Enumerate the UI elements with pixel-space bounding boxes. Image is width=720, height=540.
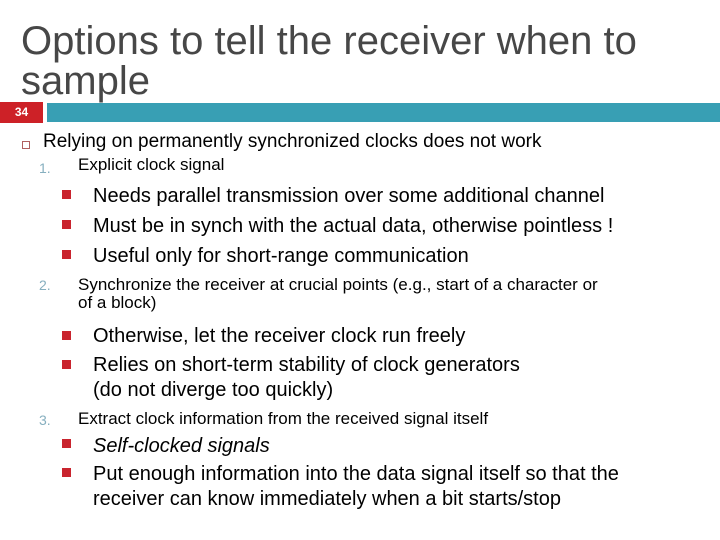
square-bullet-icon [62,468,71,477]
option2-label-line2: of a block) [78,293,157,312]
option1-label: Explicit clock signal [78,156,224,174]
square-bullet-icon [62,220,71,229]
option1-sub2-text: Must be in synch with the actual data, o… [93,215,614,237]
square-bullet-icon [62,439,71,448]
option1-number: 1. [39,160,51,176]
option3-sub2: Put enough information into the data sig… [93,462,619,512]
option3-sub2-line1: Put enough information into the data sig… [93,463,619,485]
option2-number: 2. [39,277,51,293]
square-bullet-icon [62,250,71,259]
option2-sub1: Otherwise, let the receiver clock run fr… [93,324,465,349]
square-bullet-icon [62,331,71,340]
square-bullet-icon [62,360,71,369]
option1-sub1: Needs parallel transmission over some ad… [93,184,604,209]
option1-sub3: Useful only for short-range communicatio… [93,244,469,269]
option2-sub2-line2: (do not diverge too quickly) [93,379,334,401]
option3-label: Extract clock information from the recei… [78,410,488,428]
option2-sub1-text: Otherwise, let the receiver clock run fr… [93,325,466,347]
page-number: 34 [14,105,29,119]
slide-title-line1: Options to tell the receiver when to [21,19,637,63]
option1-sub1-text: Needs parallel transmission over some ad… [93,185,605,207]
option2-label: Synchronize the receiver at crucial poin… [78,276,598,312]
option1-sub2: Must be in synch with the actual data, o… [93,214,613,239]
option3-number: 3. [39,412,51,428]
option1-label-text: Explicit clock signal [78,155,225,174]
slide-title: Options to tell the receiver when to sam… [21,21,697,101]
option3-sub1: Self-clocked signals [93,434,270,459]
intro-bullet-text: Relying on permanently synchronized cloc… [43,131,542,152]
option3-sub1-text: Self-clocked signals [93,435,270,457]
slide-title-line2: sample [21,59,150,103]
page-number-badge: 34 [0,102,43,123]
option1-sub3-text: Useful only for short-range communicatio… [93,245,469,267]
option2-sub2: Relies on short-term stability of clock … [93,353,520,403]
accent-bar [47,103,720,122]
square-bullet-icon [62,190,71,199]
option3-sub2-line2: receiver can know immediately when a bit… [93,488,561,510]
hollow-square-bullet-icon [22,141,30,149]
option2-sub2-line1: Relies on short-term stability of clock … [93,354,520,376]
option2-label-line1: Synchronize the receiver at crucial poin… [78,275,598,294]
option3-label-text: Extract clock information from the recei… [78,409,489,428]
